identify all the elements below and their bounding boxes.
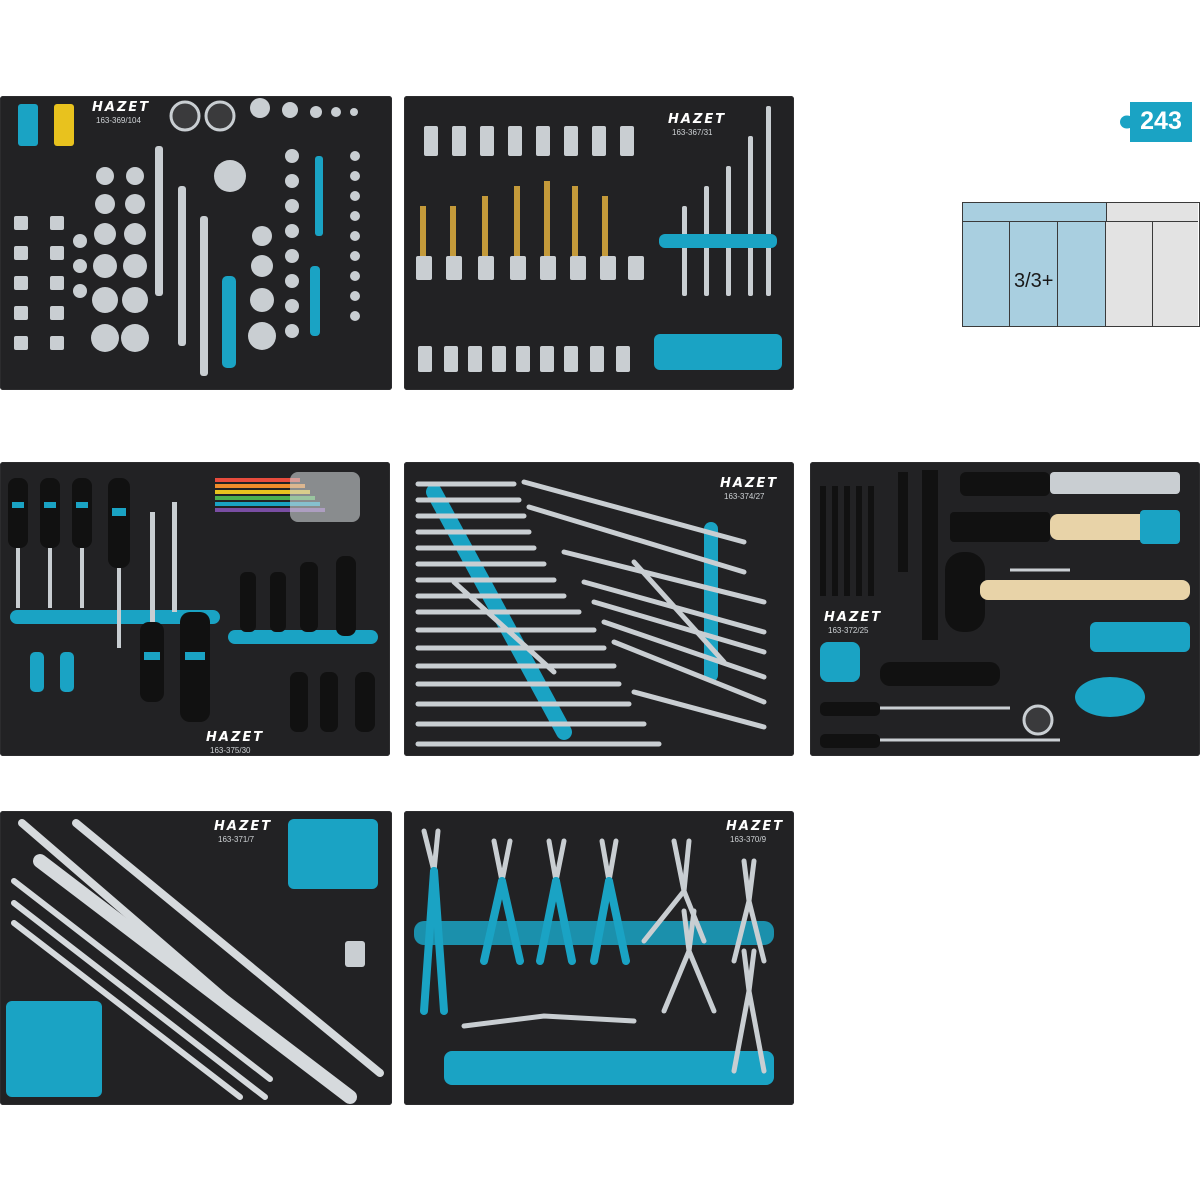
grid-header-filled [963,203,1106,222]
spanners-illustration [415,479,767,747]
grid-cell-2 [1010,222,1058,326]
tray-brand: HAZET [726,819,785,834]
tray-spanners: HAZET 163-374/27 [404,462,794,756]
tray-long-tools: HAZET 163-371/7 [0,811,392,1105]
set-count-label: 243 [1140,107,1182,135]
tray-brand: HAZET [206,730,265,745]
tray-code: 163-374/27 [724,492,765,501]
drawer-fraction-label: 3/3+ [1014,270,1054,292]
tray-bits: HAZET 163-367/31 [404,96,794,390]
grid-header-empty [1106,203,1198,222]
hammers-illustration [820,470,1190,748]
grid-cell-3 [1058,222,1106,326]
tray-code: 163-372/25 [828,626,869,635]
tray-code: 163-375/30 [210,746,251,755]
tray-hammers: HAZET 163-372/25 [810,462,1200,756]
tray-brand: HAZET [214,819,273,834]
tray-code: 163-369/104 [96,116,141,125]
tray-code: 163-367/31 [672,128,713,137]
grid-cell-4 [1106,222,1153,326]
tray-brand: HAZET [720,476,779,491]
grid-cell-1 [963,222,1010,326]
sockets-illustration [14,98,360,376]
tray-sockets: HAZET 163-369/104 [0,96,392,390]
bits-illustration [416,106,782,372]
pliers-illustration [414,828,774,1085]
tray-code: 163-370/9 [730,835,767,844]
tray-code: 163-371/7 [218,835,255,844]
tray-brand: HAZET [824,610,883,625]
grid-cell-5 [1153,222,1198,326]
tray-brand: HAZET [668,112,727,127]
tray-screwdrivers: HAZET 163-375/30 [0,462,390,756]
screwdrivers-illustration [8,472,378,732]
puzzle-count-badge-icon [1120,102,1192,142]
drawer-indicator [962,202,1200,327]
tray-brand: HAZET [92,100,151,115]
long-tools-illustration [6,819,384,1104]
tray-pliers: HAZET 163-370/9 [404,811,794,1105]
